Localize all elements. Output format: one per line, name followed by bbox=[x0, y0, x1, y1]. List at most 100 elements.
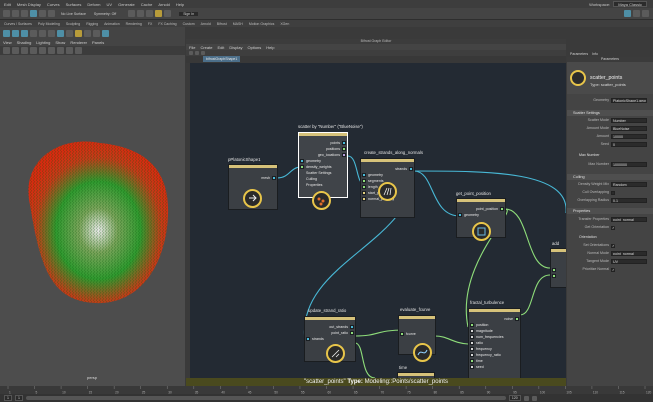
new-scene-icon[interactable] bbox=[3, 10, 10, 17]
port-time-in[interactable] bbox=[470, 359, 474, 363]
vp-menu-renderer[interactable]: Renderer bbox=[70, 40, 88, 45]
density-weight-mix-dropdown[interactable]: Random bbox=[611, 182, 647, 187]
back-icon[interactable] bbox=[189, 51, 193, 55]
combine-icon[interactable] bbox=[57, 29, 64, 37]
shadows-icon[interactable] bbox=[48, 47, 55, 54]
ed-menu-create[interactable]: Create bbox=[200, 44, 213, 50]
port-add-in-1[interactable] bbox=[552, 268, 556, 272]
seed-field[interactable]: 0 bbox=[611, 142, 647, 147]
play-back-icon[interactable] bbox=[523, 395, 529, 401]
normal-mode-dropdown[interactable]: point_normal bbox=[611, 251, 647, 256]
shelf-tab-mash[interactable]: MASH bbox=[232, 21, 243, 26]
cull-overlapping-checkbox[interactable] bbox=[611, 190, 615, 195]
cone-icon[interactable] bbox=[30, 29, 37, 37]
get-orientation-checkbox[interactable]: ✓ bbox=[611, 225, 615, 230]
ed-menu-display[interactable]: Display bbox=[229, 44, 243, 50]
forward-icon[interactable] bbox=[195, 51, 199, 55]
smooth-shade-icon[interactable] bbox=[21, 47, 28, 54]
open-scene-icon[interactable] bbox=[12, 10, 19, 17]
end-frame-field[interactable]: 120 bbox=[508, 395, 521, 401]
paint-select-icon[interactable] bbox=[48, 10, 55, 17]
section-orientation[interactable]: Orientation bbox=[579, 235, 597, 239]
shelf-tab-rigging[interactable]: Rigging bbox=[86, 21, 99, 26]
vp-menu-show[interactable]: Show bbox=[55, 40, 66, 45]
3d-viewport[interactable]: persp bbox=[0, 55, 185, 386]
port-add-in-2[interactable] bbox=[552, 274, 556, 278]
port-normal-in[interactable] bbox=[362, 197, 366, 201]
port-points-out[interactable] bbox=[342, 141, 346, 145]
play-forward-icon[interactable] bbox=[531, 395, 537, 401]
shelf-tab-xgen[interactable]: XGen bbox=[280, 21, 290, 26]
shelf-tab-rendering[interactable]: Rendering bbox=[125, 21, 142, 26]
menu-curves[interactable]: Curves bbox=[46, 1, 60, 7]
scatter-mode-dropdown[interactable]: Number bbox=[611, 118, 647, 123]
menu-mesh-display[interactable]: Mesh Display bbox=[16, 1, 41, 7]
xray-icon[interactable] bbox=[57, 47, 64, 54]
port-cs-geometry-in[interactable] bbox=[362, 173, 366, 177]
node-fractal-turbulence[interactable]: noise position magnitude num_frequencies… bbox=[468, 308, 521, 378]
port-usr-strands-in[interactable] bbox=[306, 337, 310, 341]
vp-menu-shading[interactable]: Shading bbox=[16, 40, 32, 45]
amount-field[interactable]: 10000 bbox=[611, 134, 647, 139]
port-geo-locations-out[interactable] bbox=[342, 153, 346, 157]
port-density-in[interactable] bbox=[300, 165, 304, 169]
vp-menu-panels[interactable]: Panels bbox=[92, 40, 105, 45]
cube-icon[interactable] bbox=[12, 29, 19, 37]
param-geometry-field[interactable]: PlatonicShape1.geometry bbox=[611, 98, 647, 103]
shelf-tab-poly[interactable]: Poly Modeling bbox=[37, 21, 60, 26]
port-point-ratio-out[interactable] bbox=[350, 331, 354, 335]
port-numfreq-in[interactable] bbox=[470, 335, 474, 339]
snap-grid-icon[interactable] bbox=[128, 10, 136, 17]
render-icon[interactable] bbox=[155, 10, 163, 17]
section-max-number[interactable]: Max Number bbox=[579, 153, 600, 157]
port-positions-out[interactable] bbox=[342, 147, 346, 151]
shelf-tab-sculpt[interactable]: Sculpting bbox=[65, 21, 81, 26]
port-freqratio-in[interactable] bbox=[470, 353, 474, 357]
resolution-gate-icon[interactable] bbox=[75, 47, 82, 54]
lasso-tool-icon[interactable] bbox=[39, 10, 46, 17]
port-magnitude-in[interactable] bbox=[470, 329, 474, 333]
tab-parameters[interactable]: Parameters bbox=[570, 51, 589, 56]
port-noise-out[interactable] bbox=[515, 317, 519, 321]
port-start-in[interactable] bbox=[362, 191, 366, 195]
ipr-render-icon[interactable] bbox=[164, 10, 172, 17]
extrude-icon[interactable] bbox=[84, 29, 91, 37]
range-slider[interactable] bbox=[25, 396, 506, 400]
port-seed-in[interactable] bbox=[470, 365, 474, 369]
tab-info[interactable]: Info bbox=[592, 51, 598, 56]
sign-in-button[interactable]: Sign In bbox=[179, 11, 199, 16]
textured-icon[interactable] bbox=[30, 47, 37, 54]
vp-menu-lighting[interactable]: Lighting bbox=[36, 40, 51, 45]
menu-edit[interactable]: Edit bbox=[4, 1, 11, 7]
sphere-icon[interactable] bbox=[3, 29, 10, 37]
menu-deform[interactable]: Deform bbox=[87, 1, 101, 7]
shelf-tab-arnold[interactable]: Arnold bbox=[200, 21, 211, 26]
menu-uv[interactable]: UV bbox=[106, 1, 113, 7]
isolate-icon[interactable] bbox=[66, 47, 73, 54]
workspace-dropdown[interactable]: Maya Classic bbox=[613, 1, 647, 7]
section-properties[interactable]: Properties bbox=[567, 208, 653, 214]
port-mesh-out[interactable] bbox=[272, 176, 276, 180]
separate-icon[interactable] bbox=[66, 29, 73, 37]
bevel-icon[interactable] bbox=[93, 29, 100, 37]
overlapping-radius-field[interactable]: 0.1 bbox=[611, 198, 647, 203]
shelf-tab-custom[interactable]: Custom bbox=[182, 21, 195, 26]
cylinder-icon[interactable] bbox=[21, 29, 28, 37]
port-out-strands-out[interactable] bbox=[350, 325, 354, 329]
channel-box-icon[interactable] bbox=[642, 10, 649, 17]
attribute-editor-icon[interactable] bbox=[633, 10, 640, 17]
ed-menu-edit[interactable]: Edit bbox=[217, 44, 225, 50]
ed-menu-help[interactable]: Help bbox=[266, 44, 275, 50]
node-add[interactable] bbox=[550, 248, 566, 288]
section-culling[interactable]: Culling bbox=[567, 174, 653, 180]
lights-icon[interactable] bbox=[39, 47, 46, 54]
port-geometry-in[interactable] bbox=[300, 159, 304, 163]
snap-curve-icon[interactable] bbox=[137, 10, 145, 17]
symmetry-field[interactable]: Symmetry: Off bbox=[93, 11, 117, 16]
amount-mode-dropdown[interactable]: BlueNoise bbox=[611, 126, 647, 131]
port-length-in[interactable] bbox=[362, 185, 366, 189]
bridge-icon[interactable] bbox=[102, 29, 109, 37]
live-surface-field[interactable]: No Live Surface bbox=[61, 11, 86, 16]
scatter-settings-group[interactable]: Scatter Settings bbox=[306, 171, 332, 175]
